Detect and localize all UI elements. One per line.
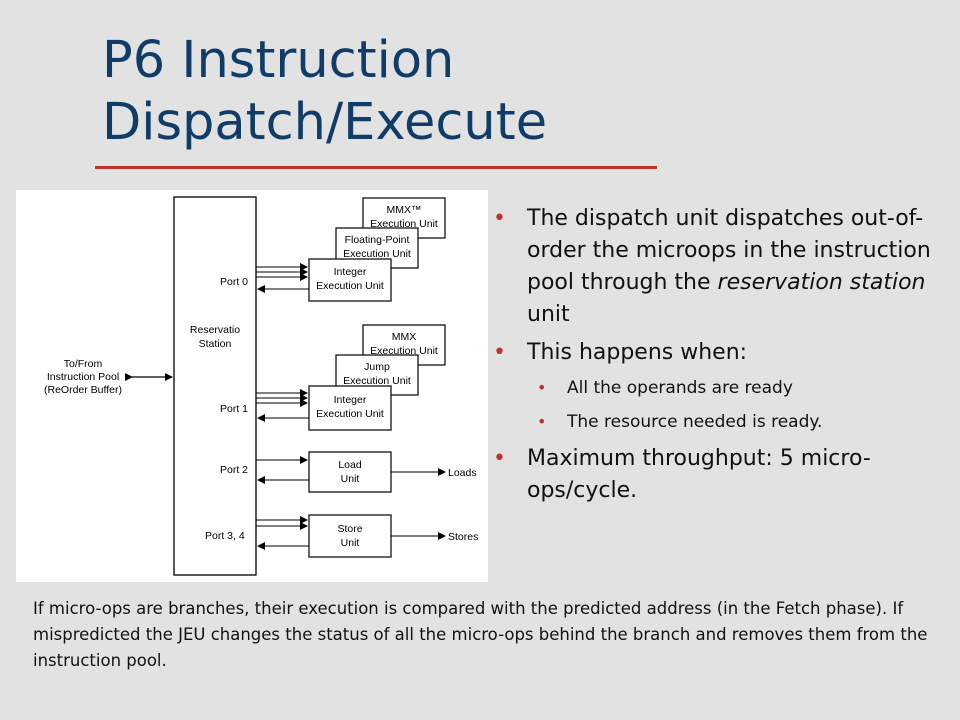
store-unit-box (308, 514, 392, 558)
slide-title-line-2: Dispatch/Execute (102, 93, 548, 152)
reservation-station-label-1: Reservatio (190, 324, 240, 336)
bullet-list: • The dispatch unit dispatches out-of-or… (493, 203, 933, 513)
mmx-unit-port1-label-2: Execution Unit (370, 345, 438, 357)
integer-unit-port0-label-1: Integer (334, 266, 367, 278)
port-2-label: Port 2 (220, 464, 248, 476)
bullet-dispatch-text-italic: reservation station (717, 270, 926, 295)
sub-bullet-resource: • The resource needed is ready. (527, 407, 933, 437)
bullet-marker-icon: • (493, 446, 506, 471)
load-unit-box (308, 451, 392, 493)
integer-unit-port1-label-2: Execution Unit (316, 408, 384, 420)
sub-bullet-marker-icon: • (537, 378, 547, 397)
bullet-when: • This happens when: • All the operands … (493, 337, 933, 437)
reservation-station-label-2: Station (199, 338, 232, 350)
integer-unit-port1-label-1: Integer (334, 394, 367, 406)
bullet-throughput: • Maximum throughput: 5 micro-ops/cycle. (493, 443, 933, 507)
bullet-dispatch-text-pre: The dispatch unit dispatches out-of-orde… (527, 206, 931, 295)
bullet-dispatch: • The dispatch unit dispatches out-of-or… (493, 203, 933, 331)
integer-unit-port1-box (308, 385, 392, 431)
port-1-label: Port 1 (220, 403, 248, 415)
bullet-throughput-text: Maximum throughput: 5 micro-ops/cycle. (527, 446, 871, 503)
mmx-unit-port0-label-1: MMX™ (387, 204, 422, 216)
instruction-pool-label-2: Instruction Pool (47, 371, 119, 383)
integer-unit-port0-box (308, 258, 392, 302)
bullet-when-text: This happens when: (527, 340, 748, 365)
mmx-unit-port1-label-1: MMX (392, 331, 417, 343)
stores-output-label: Stores (448, 531, 478, 543)
sub-bullet-marker-icon: • (537, 412, 547, 431)
bullet-dispatch-text-post: unit (527, 302, 570, 327)
store-unit-label-2: Unit (341, 537, 360, 549)
slide-title: P6 Instruction Dispatch/Execute (102, 30, 547, 154)
instruction-pool-label-1: To/From (64, 358, 103, 370)
diagram-svg: Reservatio Station To/From Instruction P… (44, 196, 478, 576)
fp-unit-label-1: Floating-Point (345, 234, 410, 246)
reservation-station-box (173, 196, 257, 576)
fp-unit-label-2: Execution Unit (343, 248, 411, 260)
sub-bullet-list: • All the operands are ready • The resou… (527, 373, 933, 437)
port-3-4-label: Port 3, 4 (205, 530, 245, 542)
loads-output-label: Loads (448, 467, 477, 479)
load-unit-label-2: Unit (341, 473, 360, 485)
bullet-marker-icon: • (493, 340, 506, 365)
title-underline (95, 166, 657, 169)
load-unit-label-1: Load (338, 459, 362, 471)
mmx-unit-port0-label-2: Execution Unit (370, 218, 438, 230)
footnote-text: If micro-ops are branches, their executi… (33, 599, 928, 670)
instruction-pool-label-3: (ReOrder Buffer) (44, 384, 122, 396)
store-unit-label-1: Store (337, 523, 362, 535)
slide-title-line-1: P6 Instruction (102, 31, 455, 90)
dispatch-execute-diagram: Reservatio Station To/From Instruction P… (16, 190, 488, 582)
jump-unit-label-2: Execution Unit (343, 375, 411, 387)
sub-bullet-operands-text: All the operands are ready (567, 378, 793, 398)
sub-bullet-resource-text: The resource needed is ready. (567, 412, 823, 432)
jump-unit-label-1: Jump (364, 361, 390, 373)
bullet-marker-icon: • (493, 206, 506, 231)
integer-unit-port0-label-2: Execution Unit (316, 280, 384, 292)
sub-bullet-operands: • All the operands are ready (527, 373, 933, 403)
port-0-label: Port 0 (220, 276, 248, 288)
